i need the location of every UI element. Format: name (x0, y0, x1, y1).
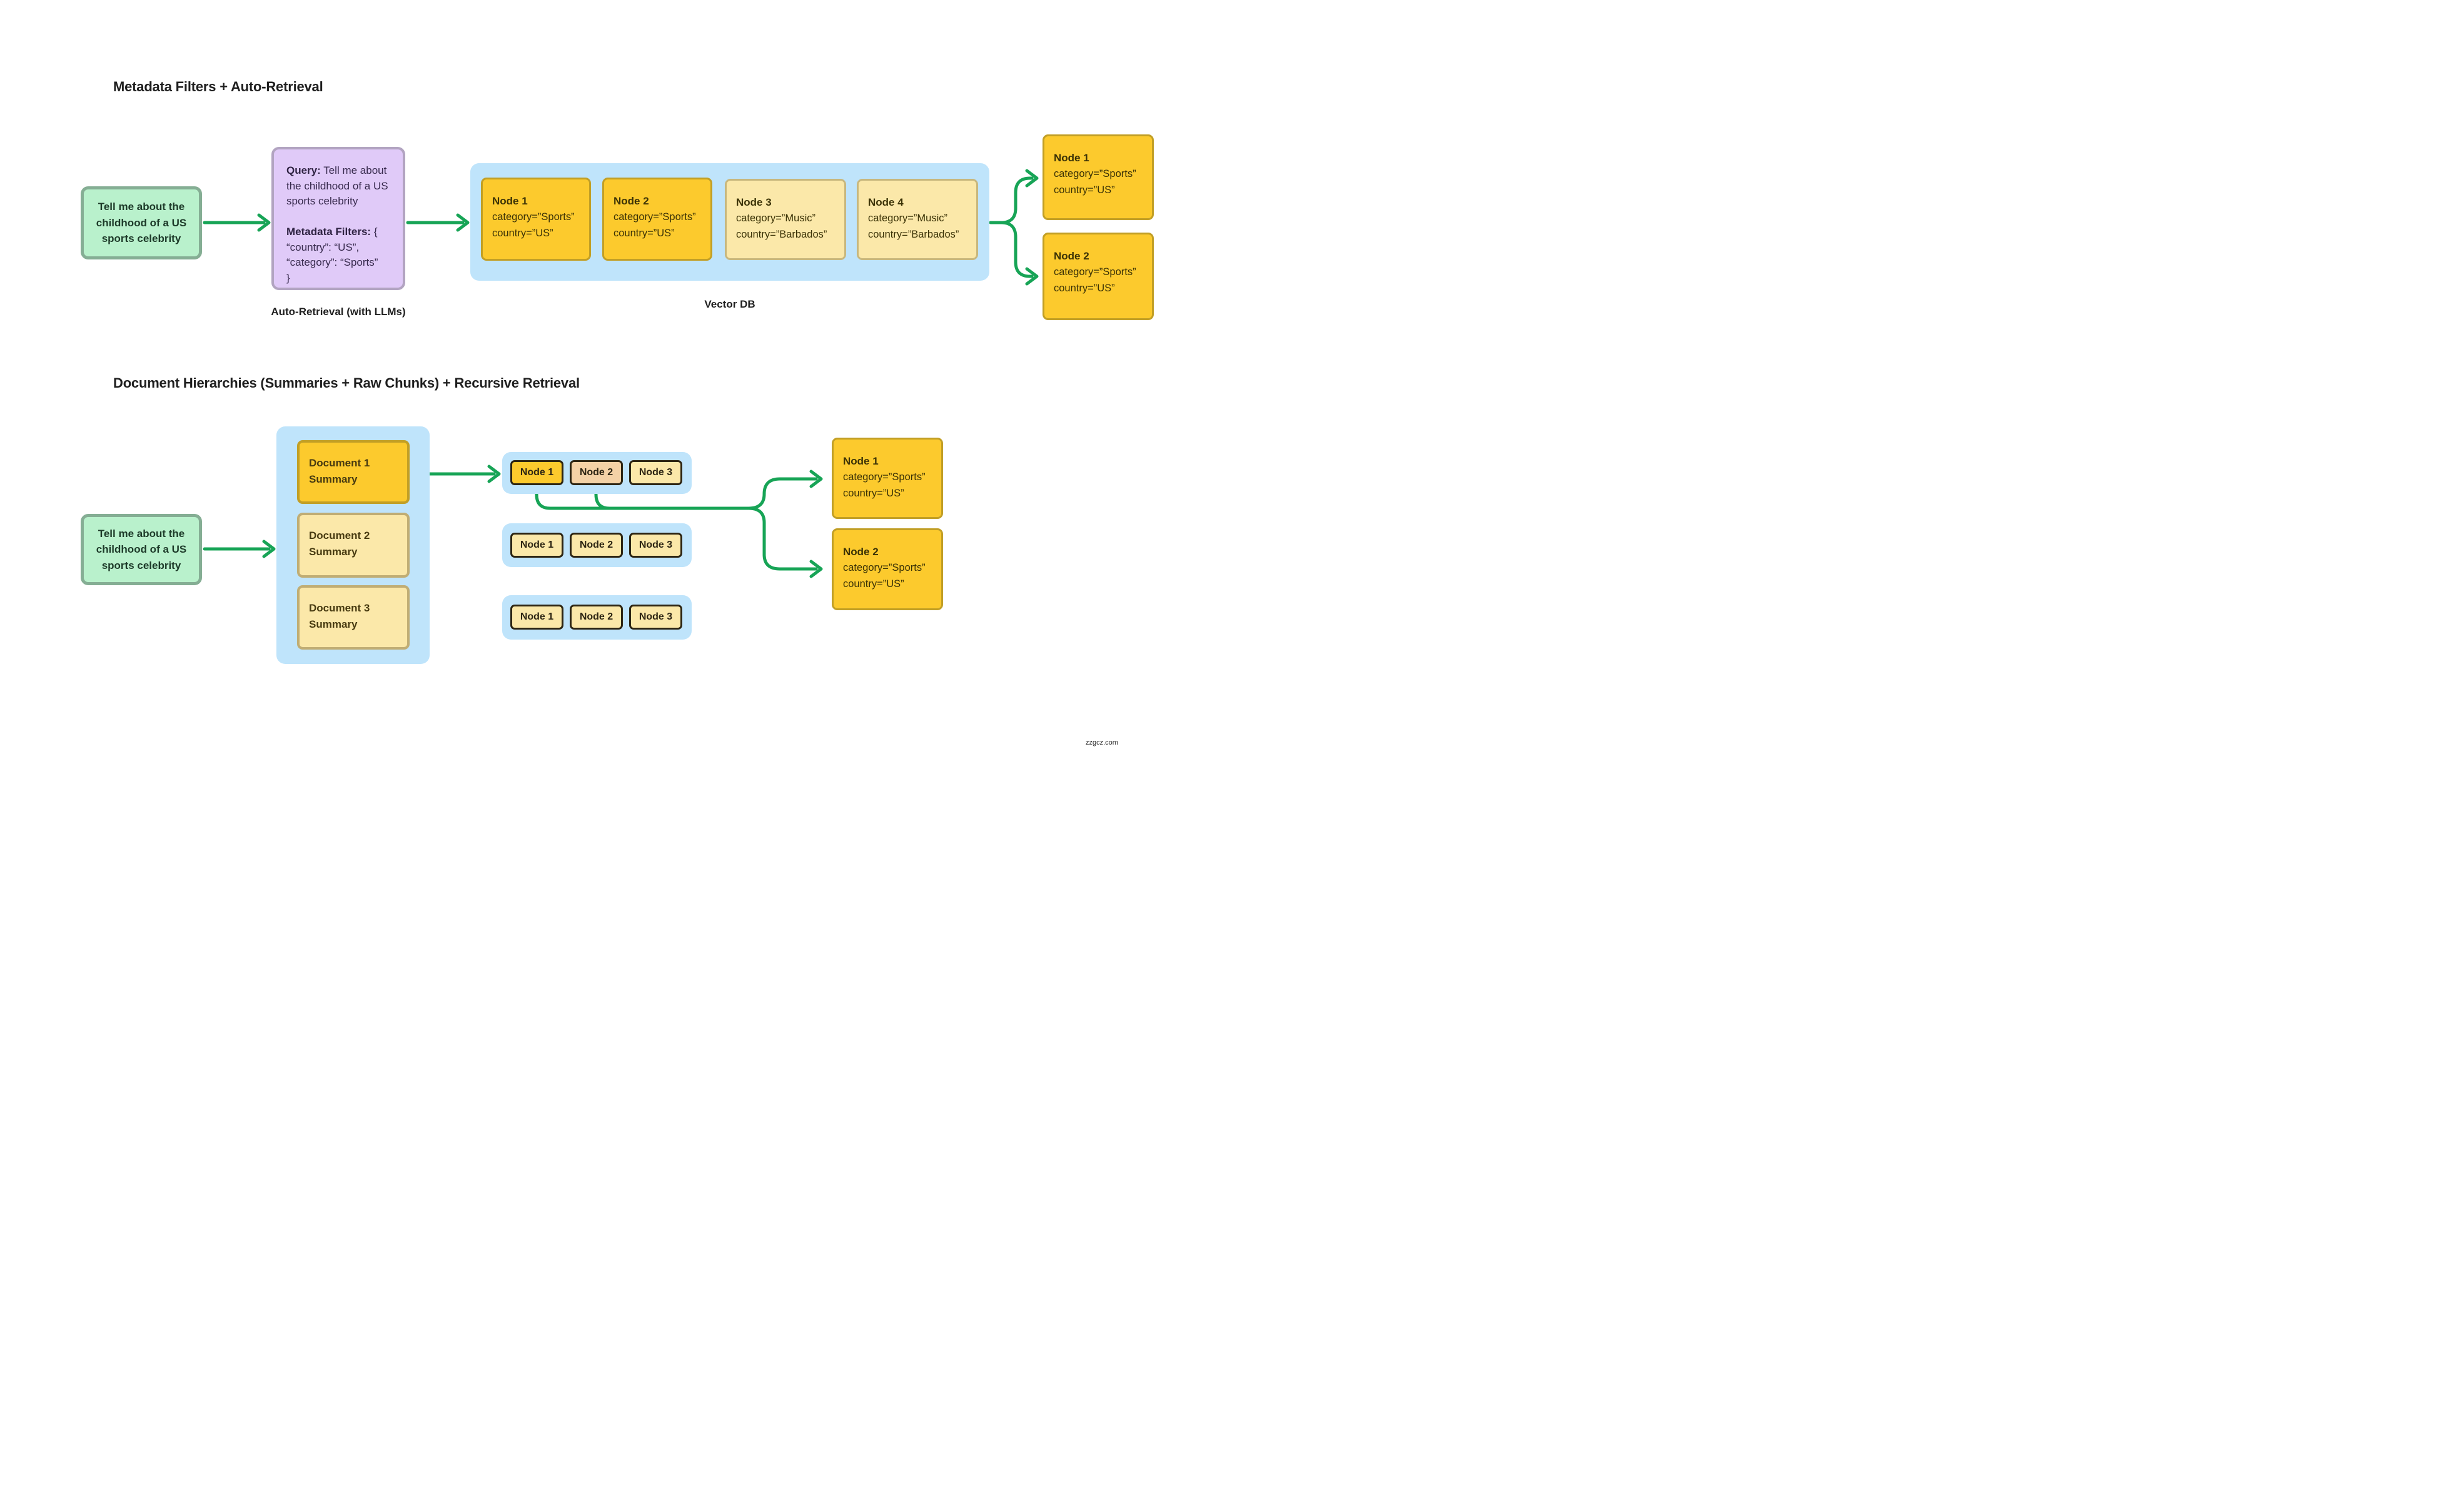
node-title: Node 1 (1054, 152, 1089, 164)
node-attr: category=”Sports” (843, 562, 926, 574)
arrowhead (456, 213, 470, 232)
section2-title: Document Hierarchies (Summaries + Raw Ch… (113, 375, 580, 391)
arrowhead (1025, 267, 1039, 286)
doc-line: Document 3 (309, 602, 370, 614)
fork-down (747, 506, 818, 571)
document-1-summary: Document 1 Summary (297, 440, 410, 504)
vectordb-node-4: Node 4 category=”Music” country=”Barbado… (857, 179, 978, 260)
fork-up (999, 176, 1034, 224)
arrowhead (1025, 169, 1039, 188)
arrowhead (262, 540, 276, 558)
document-3-summary: Document 3 Summary (297, 585, 410, 650)
node-attr: country=”US” (492, 227, 553, 239)
merge-node2 (594, 483, 612, 510)
filters-line: Metadata Filters: { (286, 225, 378, 238)
vector-db-label: Vector DB (704, 298, 755, 310)
doc-line: Document 1 (309, 457, 370, 469)
vectordb-node-1: Node 1 category=”Sports” country=”US” (481, 178, 591, 261)
node-title: Node 2 (843, 546, 879, 558)
chunk-row1-node-2: Node 2 (570, 460, 623, 485)
chunk-row3-node-2: Node 2 (570, 605, 623, 630)
recursive-result-node-1: Node 1 category=”Sports” country=”US” (832, 438, 943, 519)
node-attr: country=”US” (613, 227, 675, 239)
watermark: zzgcz.com (1086, 739, 1118, 746)
query-label: Query: (286, 164, 321, 176)
fork-down (999, 221, 1034, 278)
doc-line: Summary (309, 618, 358, 630)
section1-query-box: Tell me about the childhood of a US spor… (81, 186, 202, 259)
node-attr: country=”US” (1054, 282, 1115, 294)
filter-category: “category”: “Sports” (286, 256, 378, 269)
doc-line: Summary (309, 473, 358, 485)
doc-line: Summary (309, 545, 358, 558)
vectordb-node-2: Node 2 category=”Sports” country=”US” (602, 178, 712, 261)
node-attr: country=”Barbados” (736, 228, 827, 240)
arrowhead (809, 560, 823, 578)
node-attr: category=”Sports” (492, 211, 575, 223)
node-label: Node 1 (520, 611, 554, 622)
node-attr: category=”Sports” (843, 471, 926, 483)
node-title: Node 3 (736, 196, 772, 208)
vectordb-node-3: Node 3 category=”Music” country=”Barbado… (725, 179, 846, 260)
doc-line: Document 2 (309, 530, 370, 541)
node-attr: category=”Music” (868, 213, 947, 224)
node-attr: category=”Sports” (613, 211, 696, 223)
node-label: Node 1 (520, 540, 554, 550)
node-label: Node 3 (639, 467, 673, 478)
node-attr: category=”Sports” (1054, 266, 1136, 278)
node-title: Node 2 (613, 195, 649, 207)
node-attr: country=”US” (1054, 184, 1115, 196)
arrowhead (487, 465, 501, 483)
arrowhead (257, 213, 271, 232)
chunk-row3-node-3: Node 3 (629, 605, 682, 630)
document-2-summary: Document 2 Summary (297, 513, 410, 578)
node-title: Node 2 (1054, 250, 1089, 262)
arrowhead (809, 470, 823, 488)
chunk-row3-node-1: Node 1 (510, 605, 563, 630)
filters-label: Metadata Filters: (286, 225, 371, 238)
result-node-1: Node 1 category=”Sports” country=”US” (1043, 134, 1154, 220)
chunk-row2-node-2: Node 2 (570, 533, 623, 558)
chunk-row1-node-1: Node 1 (510, 460, 563, 485)
result-node-2: Node 2 category=”Sports” country=”US” (1043, 233, 1154, 320)
node-title: Node 1 (492, 195, 528, 207)
node-label: Node 3 (639, 540, 673, 550)
node-label: Node 1 (520, 467, 554, 478)
node-label: Node 2 (579, 611, 613, 622)
recursive-result-node-2: Node 2 category=”Sports” country=”US” (832, 528, 943, 610)
node-attr: category=”Sports” (1054, 168, 1136, 180)
chunk-row2-node-1: Node 1 (510, 533, 563, 558)
merge-node1 (535, 483, 750, 510)
section2-query-box: Tell me about the childhood of a US spor… (81, 514, 202, 585)
section1-title: Metadata Filters + Auto-Retrieval (113, 79, 323, 94)
auto-retrieval-box: Query: Tell me about the childhood of a … (271, 147, 405, 290)
query-text: Tell me about the childhood of a US spor… (96, 527, 187, 571)
node-attr: category=”Music” (736, 213, 815, 224)
fork-up (747, 477, 818, 510)
node-title: Node 4 (868, 196, 904, 208)
query-text: Tell me about the childhood of a US spor… (96, 201, 187, 245)
node-attr: country=”Barbados” (868, 228, 959, 240)
filters-close: } (286, 271, 290, 284)
node-label: Node 3 (639, 611, 673, 622)
chunk-row2-node-3: Node 3 (629, 533, 682, 558)
node-attr: country=”US” (843, 487, 904, 499)
spacer (286, 209, 390, 224)
node-label: Node 2 (579, 467, 613, 478)
chunk-row1-node-3: Node 3 (629, 460, 682, 485)
node-attr: country=”US” (843, 578, 904, 590)
diagram-canvas: Metadata Filters + Auto-Retrieval Tell m… (0, 0, 1232, 749)
query-line: Query: Tell me about the childhood of a … (286, 164, 388, 208)
node-title: Node 1 (843, 455, 879, 467)
auto-retrieval-caption: Auto-Retrieval (with LLMs) (271, 306, 406, 318)
filter-country: “country”: “US”, (286, 241, 360, 253)
node-label: Node 2 (579, 540, 613, 550)
